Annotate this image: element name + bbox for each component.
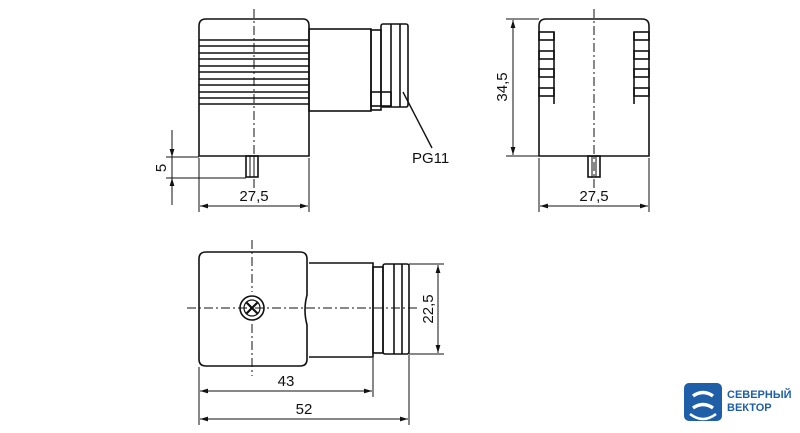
front-width-dimension: 27,5 [579,188,608,205]
front-view [538,9,650,188]
top-view [187,240,420,376]
top-view-dimensions [198,263,444,425]
front-view-dimensions [506,18,650,212]
top-inner-length-dimension: 43 [278,373,295,390]
top-total-length-dimension: 52 [296,401,313,418]
thread-label: PG11 [412,150,449,167]
top-height-dimension: 22,5 [420,294,437,323]
side-view [198,9,433,188]
logo-line2: ВЕКТОР [727,402,772,414]
side-width-dimension: 27,5 [239,188,268,205]
front-height-dimension: 34,5 [494,72,511,101]
company-logo: СЕВЕРНЫЙ ВЕКТОР [684,383,792,421]
side-view-dimensions [166,130,310,212]
logo-line1: СЕВЕРНЫЙ [727,388,792,401]
side-height-dimension: 5 [153,164,170,172]
